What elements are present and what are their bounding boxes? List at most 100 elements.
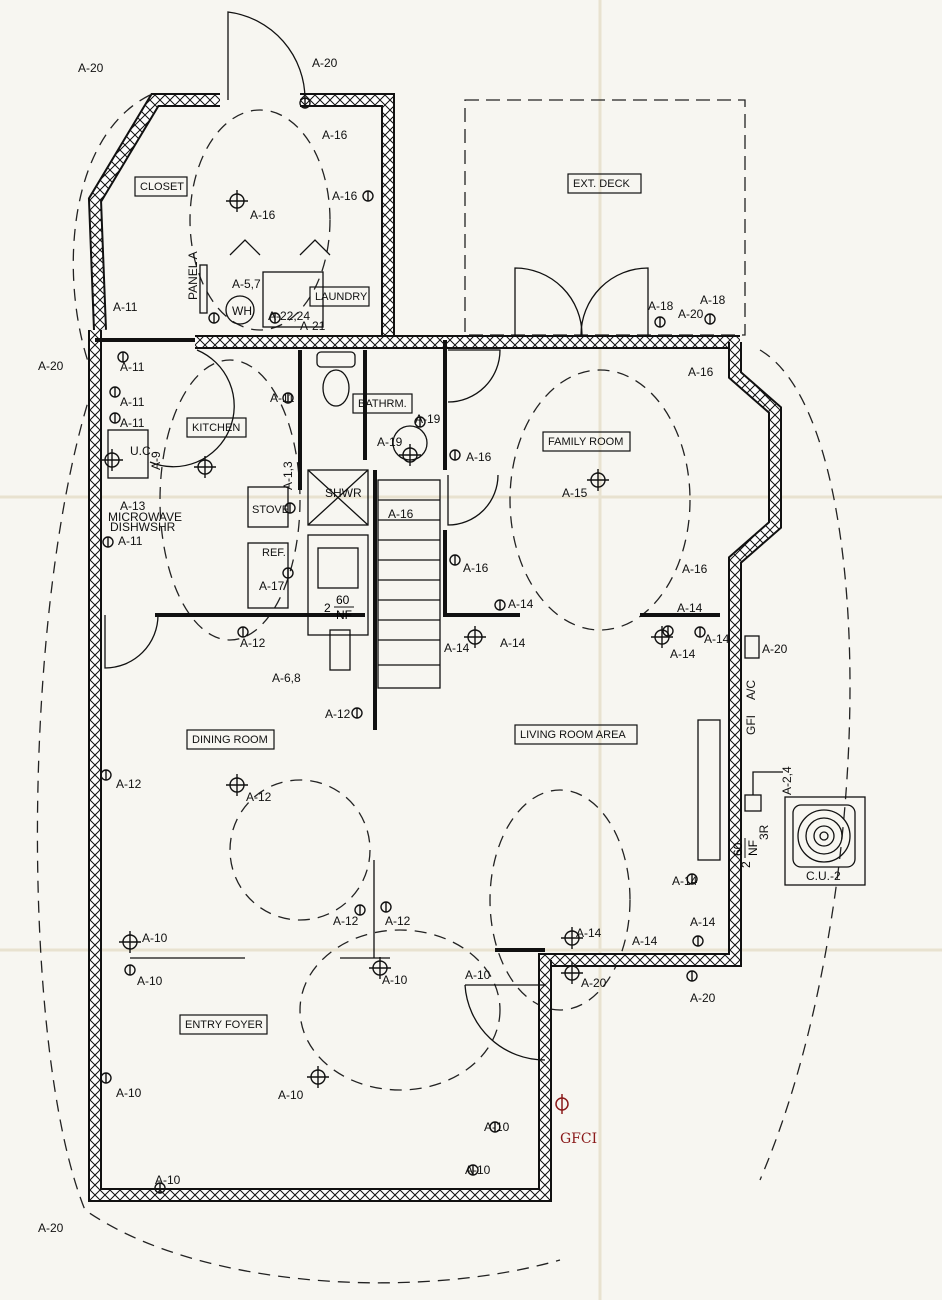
circuit-label: A-22,24 — [268, 309, 310, 323]
room-label: BATHRM. — [358, 398, 407, 410]
circuit-label: A-11 — [120, 360, 145, 374]
light-fixture-icon — [464, 626, 486, 648]
equipment-label: MICROWAVE — [108, 510, 182, 524]
room-label-box — [186, 729, 275, 750]
light-fixture-icon — [226, 774, 248, 796]
receptacle-icon — [351, 707, 363, 719]
room-label-box — [309, 286, 370, 307]
receptacle-icon — [704, 313, 716, 325]
room-label: ENTRY FOYER — [185, 1019, 263, 1031]
circuit-label: A-10 — [116, 1086, 142, 1100]
circuit-label: A-1,3 — [281, 461, 295, 490]
circuit-label: A-11 — [120, 416, 145, 430]
circuit-label: A-6,8 — [272, 671, 301, 685]
circuit-label: A-16 — [322, 128, 348, 142]
room-label: DINING ROOM — [192, 734, 268, 746]
circuit-label: A-14 — [690, 915, 716, 929]
circuit-label: A-20 — [78, 61, 104, 75]
circuit-label: A-16 — [688, 365, 714, 379]
wall-hatch — [89, 95, 220, 331]
receptacle-icon — [102, 536, 114, 548]
panel-note-poles: 2 — [739, 861, 753, 868]
panel-note-type: NF — [746, 840, 760, 856]
wall — [88, 330, 782, 1202]
receptacle-icon — [354, 904, 366, 916]
circuit-label: A-14 — [500, 636, 526, 650]
room-label: STOVE — [252, 504, 289, 516]
room-label-box — [134, 176, 188, 197]
circuit-label: A-12 — [240, 636, 266, 650]
light-fixture-icon — [587, 469, 609, 491]
panel-note-2: 2 60 NF — [731, 838, 760, 868]
circuit-label: A-18 — [648, 299, 674, 313]
wall — [87, 93, 220, 331]
panel-note-poles: 2 — [324, 601, 331, 615]
room-label: REF. — [262, 547, 286, 559]
circuit-label: A-17 — [259, 579, 285, 593]
room-label: EXT. DECK — [573, 178, 631, 190]
fixtures — [107, 264, 866, 959]
wall-hatch — [90, 330, 780, 1200]
circuit-label: A-20 — [38, 1221, 64, 1235]
circuit-label: GFI — [744, 715, 758, 735]
circuit-label: A-11 — [270, 391, 295, 405]
circuit-label: A-20 — [581, 976, 607, 990]
receptacle-icon — [237, 626, 249, 638]
receptacle-icon — [109, 412, 121, 424]
light-fixture-icon — [194, 456, 216, 478]
circuit-label: A-16 — [466, 450, 492, 464]
room-label: LIVING ROOM AREA — [520, 729, 626, 741]
circuit-label: A-10 — [142, 931, 168, 945]
circuit-label: A-14 — [704, 632, 730, 646]
circuit-label: A-12 — [385, 914, 411, 928]
receptacle-icon — [282, 567, 294, 579]
circuit-label: A-20 — [690, 991, 716, 1005]
panel-note-amps: 60 — [731, 842, 745, 856]
light-fixture-icon — [369, 957, 391, 979]
circuit-label: A-16 — [388, 507, 414, 521]
circuit-label: A-12 — [325, 707, 351, 721]
circuit-label: A-10 — [155, 1173, 181, 1187]
circuit-label: A-10 — [137, 974, 163, 988]
light-fixture-icon — [651, 626, 673, 648]
receptacle-icon — [662, 625, 674, 637]
circuit-label: A-16 — [682, 562, 708, 576]
circuit-label: A-20 — [678, 307, 704, 321]
receptacle-icon — [299, 97, 311, 109]
circuit-label: A-2,4 — [780, 766, 794, 795]
panel-note-amps: 60 — [336, 593, 350, 607]
light-fixture-icon — [399, 444, 421, 466]
circuit-label: A-13 — [120, 499, 146, 513]
handwritten-gfci-mark: GFCI — [555, 1094, 597, 1147]
circuit-label: A-15 — [562, 486, 588, 500]
receptacle-icon — [100, 1072, 112, 1084]
circuit-label: A-14 — [508, 597, 534, 611]
doors — [104, 11, 649, 1061]
equipment-label: PANEL A — [186, 251, 200, 300]
room-label-box — [179, 1014, 268, 1035]
light-fixture-icon — [307, 1066, 329, 1088]
room-label-box — [567, 173, 642, 194]
receptacle-icon — [269, 312, 281, 324]
receptacle-icon — [100, 769, 112, 781]
circuit-label: A-10 — [484, 1120, 510, 1134]
receptacle-icon — [686, 970, 698, 982]
receptacle-icon — [362, 190, 374, 202]
light-fixture-icon — [119, 931, 141, 953]
room-label-box — [352, 393, 413, 414]
receptacle-icon — [449, 449, 461, 461]
receptacle-icon — [489, 1121, 501, 1133]
light-fixture-icon — [101, 449, 123, 471]
equipment-label: C.U.-2 — [806, 869, 841, 883]
room-label: CLOSET — [140, 181, 184, 193]
circuit-label: A-10 — [465, 1163, 491, 1177]
panel-note-type: NF — [336, 608, 352, 622]
receptacle-icon — [694, 626, 706, 638]
equipment-label: U.C. — [130, 444, 154, 458]
circuit-label: A-10 — [278, 1088, 304, 1102]
receptacle-icon — [117, 351, 129, 363]
circuit-label: A-18 — [700, 293, 726, 307]
circuit-label: A-16 — [332, 189, 358, 203]
